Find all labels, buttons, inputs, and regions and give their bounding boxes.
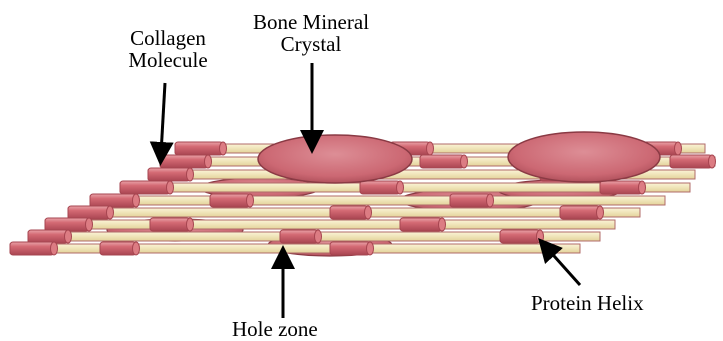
helix-cap [28, 230, 68, 243]
helix-cap-end [205, 155, 212, 168]
helix-cap [175, 142, 223, 155]
label-collagen-molecule: Collagen Molecule [108, 27, 228, 71]
helix-cap [210, 194, 250, 207]
helix-cap-end [365, 206, 372, 219]
collagen-molecule [10, 242, 580, 255]
helix-cap-end [107, 206, 114, 219]
helix-cap [330, 206, 368, 219]
helix-cap-end [397, 181, 404, 194]
helix-cap-end [439, 218, 446, 231]
helix-cap-end [65, 230, 72, 243]
collagen-molecule [90, 194, 665, 207]
helix-cap-end [597, 206, 604, 219]
helix-cap [600, 181, 642, 194]
collagen-molecule [120, 181, 690, 194]
helix-cap [90, 194, 136, 207]
helix-cap [400, 218, 442, 231]
helix-cap-end [51, 242, 58, 255]
helix-cap-end [461, 155, 468, 168]
helix-cap-end [133, 242, 140, 255]
helix-cap-end [487, 194, 494, 207]
helix-cap-end [709, 155, 716, 168]
label-crystal-line-2: Crystal [236, 33, 386, 55]
helix-cap [670, 155, 712, 168]
helix-cap-end [187, 218, 194, 231]
helix-cap-end [675, 142, 682, 155]
helix-cap [68, 206, 110, 219]
helix-cap [450, 194, 490, 207]
helix-cap [360, 181, 400, 194]
helix-cap-end [639, 181, 646, 194]
label-collagen-line-1: Collagen [108, 27, 228, 49]
helix-cap-end [537, 230, 544, 243]
helix-cap [500, 230, 540, 243]
helix-cap-end [167, 181, 174, 194]
bone-mineral-crystal [508, 132, 660, 182]
arrow-collagen-molecule [161, 83, 165, 154]
helix-cap-end [220, 142, 227, 155]
helix-cap [560, 206, 600, 219]
collagen-molecule [68, 206, 640, 219]
helix-cap [160, 155, 208, 168]
collagen-molecule [45, 218, 615, 231]
label-collagen-line-2: Molecule [108, 49, 228, 71]
helix-cap-end [367, 242, 374, 255]
helix-cap [120, 181, 170, 194]
helix-cap-end [86, 218, 93, 231]
helix-cap [280, 230, 318, 243]
bone-mineral-crystal [258, 135, 412, 183]
helix-cap [150, 218, 190, 231]
label-bone-mineral-crystal: Bone Mineral Crystal [236, 11, 386, 55]
helix-cap-end [427, 142, 434, 155]
label-hole-zone: Hole zone [232, 318, 318, 340]
helix-cap-end [315, 230, 322, 243]
collagen-molecule [28, 230, 600, 243]
helix-cap [45, 218, 89, 231]
helix-cap [10, 242, 54, 255]
molecule-body [45, 220, 615, 229]
molecule-body [10, 244, 580, 253]
label-crystal-line-1: Bone Mineral [236, 11, 386, 33]
helix-cap-end [187, 168, 194, 181]
label-protein-helix: Protein Helix [531, 292, 644, 314]
helix-cap [100, 242, 136, 255]
helix-cap [148, 168, 190, 181]
helix-cap [330, 242, 370, 255]
molecule-body [90, 196, 665, 205]
helix-cap [420, 155, 464, 168]
helix-cap-end [133, 194, 140, 207]
helix-cap-end [247, 194, 254, 207]
